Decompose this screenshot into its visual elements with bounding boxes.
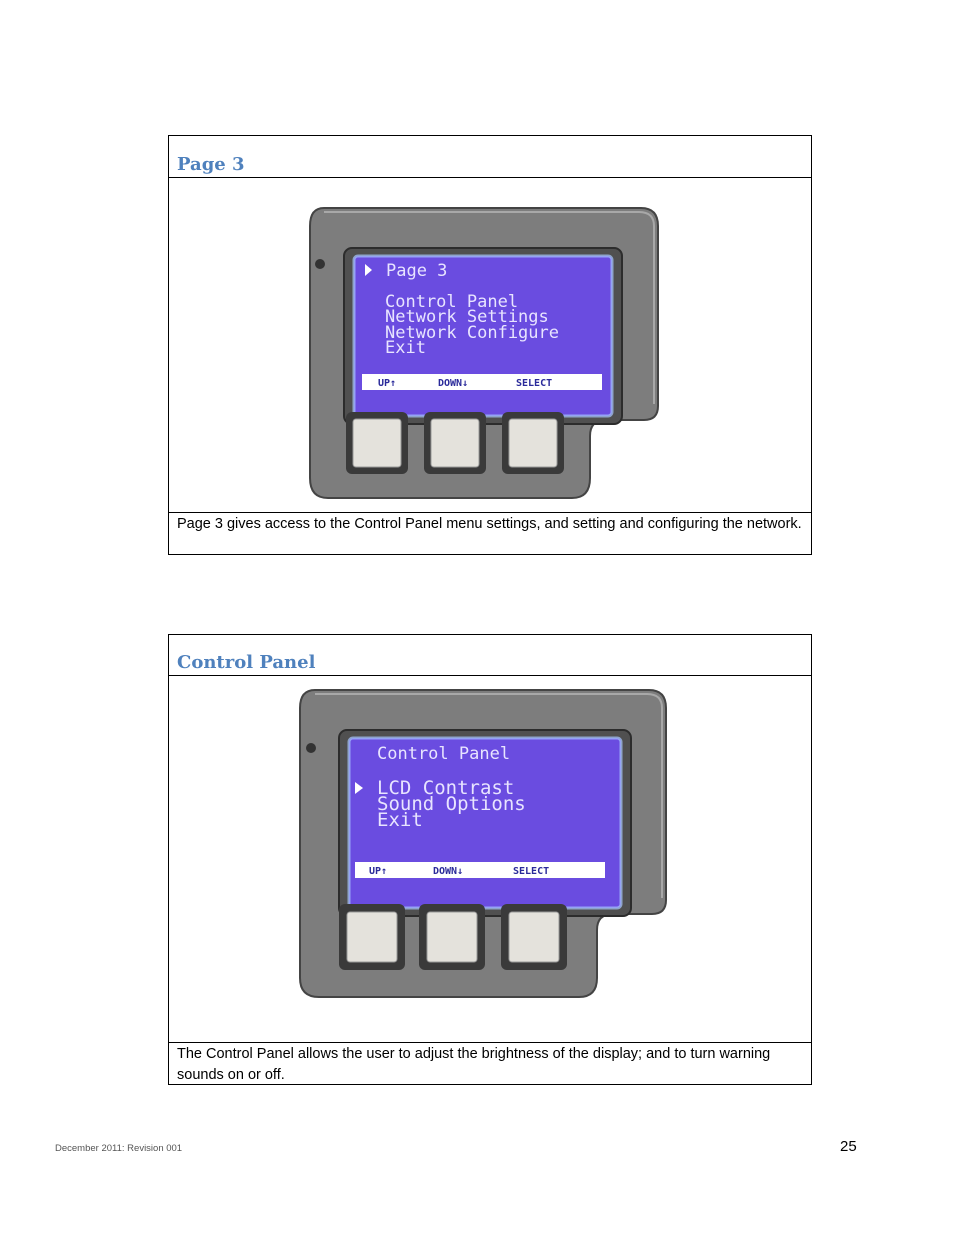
lcd-item: Sound Options [377, 793, 526, 815]
softkey-select-label: SELECT [513, 866, 549, 877]
key-select-button[interactable] [502, 412, 564, 474]
lcd-item: Exit [377, 809, 423, 831]
section-page-3: Page 3 Page 3 Control Panel Network Sett… [168, 135, 812, 555]
softkey-select-label: SELECT [516, 378, 552, 389]
softkey-down-label: DOWN↓ [433, 866, 463, 877]
softkey-up-label: UP↑ [378, 378, 396, 389]
key-up-button[interactable] [346, 412, 408, 474]
lcd-title: Control Panel [377, 744, 510, 764]
lcd-item: Network Configure [385, 323, 559, 343]
section-header: Control Panel [169, 635, 811, 676]
key-select-button[interactable] [501, 904, 567, 970]
section-image-cell: Page 3 Control Panel Network Settings Ne… [169, 178, 811, 513]
device-photo: Control Panel LCD Contrast Sound Options… [297, 688, 669, 1000]
control-panel-device: Control Panel LCD Contrast Sound Options… [299, 689, 667, 998]
lcd-item: Exit [385, 338, 426, 358]
lcd-title: Page 3 [386, 261, 447, 281]
section-caption: The Control Panel allows the user to adj… [177, 1046, 771, 1083]
section-title: Control Panel [177, 652, 316, 673]
softkey-down-label: DOWN↓ [438, 378, 468, 389]
led-indicator [306, 743, 316, 753]
section-header: Page 3 [169, 136, 811, 178]
lcd-softkey-bar [355, 862, 605, 878]
control-panel-device: Page 3 Control Panel Network Settings Ne… [309, 207, 659, 499]
section-title: Page 3 [177, 154, 245, 175]
section-control-panel: Control Panel Control Panel LCD Contrast… [168, 634, 812, 1085]
menu-cursor-icon [355, 782, 363, 794]
menu-cursor-icon [365, 264, 372, 276]
page-number: 25 [840, 1138, 857, 1155]
lcd-item: Network Settings [385, 307, 549, 327]
led-indicator [315, 259, 325, 269]
lcd-softkey-bar [362, 374, 602, 390]
section-caption: Page 3 gives access to the Control Panel… [177, 516, 802, 532]
softkey-up-label: UP↑ [369, 866, 387, 877]
lcd-item: LCD Contrast [377, 777, 514, 799]
device-photo: Page 3 Control Panel Network Settings Ne… [306, 206, 661, 501]
key-down-button[interactable] [424, 412, 486, 474]
key-up-button[interactable] [339, 904, 405, 970]
section-image-cell: Control Panel LCD Contrast Sound Options… [169, 676, 811, 1043]
key-down-button[interactable] [419, 904, 485, 970]
lcd-item: Control Panel [385, 292, 518, 312]
footer-revision: December 2011: Revision 001 [55, 1143, 183, 1154]
